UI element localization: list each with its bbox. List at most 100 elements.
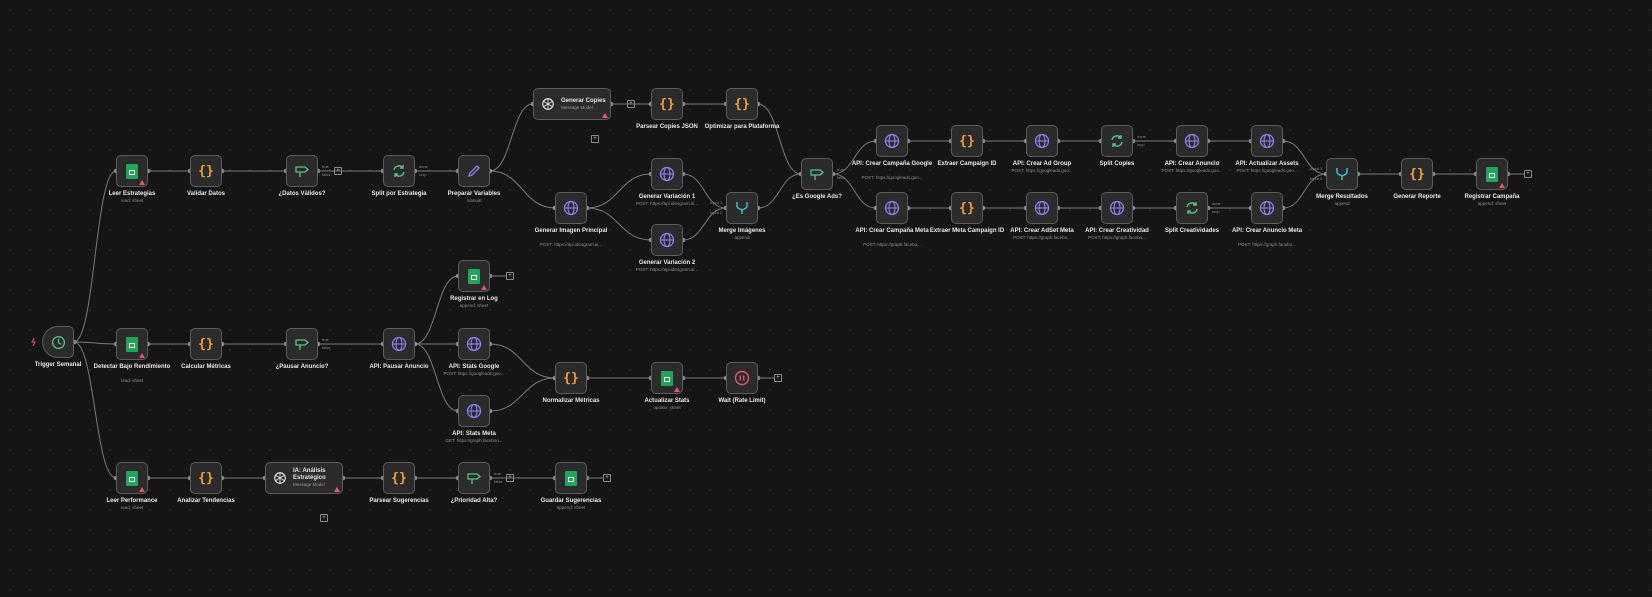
node-calcular-metricas[interactable]: {} [190,328,222,360]
node-crear-creatividad[interactable] [1101,192,1133,224]
node-crear-anuncio-meta[interactable] [1251,192,1283,224]
node-extraer-meta-id[interactable]: {} [951,192,983,224]
node-optimizar[interactable]: {} [726,88,758,120]
node-stats-meta[interactable] [458,395,490,427]
node-actualizar-assets[interactable] [1251,125,1283,157]
node-label: Normalizar Métricas [542,398,600,404]
sheets-icon [126,163,138,179]
node-datos-validos[interactable] [286,155,318,187]
if-icon [466,471,482,485]
node-actualizar-stats[interactable] [651,362,683,394]
connection-optimizar-es_google [757,103,802,175]
node-split-estrategia[interactable] [383,155,415,187]
node-label: Merge Resultados [1316,194,1368,200]
node-detectar-bajo[interactable] [116,328,148,360]
node-normalizar[interactable]: {} [555,362,587,394]
add-node-button[interactable]: + [1524,170,1532,178]
node-label: Extraer Campaign ID [937,161,997,167]
add-node-button[interactable]: + [627,100,635,108]
globe-icon [659,166,675,182]
node-variacion-2[interactable] [651,224,683,256]
node-label: API: Crear Anuncio Meta [1231,228,1303,234]
node-leer-performance[interactable] [116,462,148,494]
node-leer-estrategias[interactable] [116,155,148,187]
node-subtitle: append [1334,201,1350,206]
node-subtitle: read: sheet [120,378,144,383]
node-pausar-anuncio-if[interactable] [286,328,318,360]
sheets-icon [565,470,577,486]
sheets-icon [661,370,673,386]
add-node-button[interactable]: + [506,272,514,280]
node-subtitle: append: sheet [1477,201,1507,206]
node-merge-imagenes[interactable] [726,192,758,224]
node-registrar-log[interactable] [458,260,490,292]
node-label: Split por Estrategia [371,191,427,197]
node-label: Split Copies [1099,161,1135,167]
node-validar-datos[interactable]: {} [190,155,222,187]
node-crear-campana-google[interactable] [876,125,908,157]
globe-icon [884,133,900,149]
add-node-button[interactable]: + [774,374,782,382]
node-wait[interactable] [726,362,758,394]
node-split-creatividades[interactable] [1176,192,1208,224]
node-label: API: Crear Campaña Meta [855,228,929,234]
add-node-button[interactable]: + [506,474,514,482]
node-crear-ad-group[interactable] [1026,125,1058,157]
node-variacion-1[interactable] [651,158,683,190]
node-stats-google[interactable] [458,328,490,360]
pencil-icon [467,164,481,178]
add-node-button[interactable]: + [603,474,611,482]
node-label: Registrar en Log [450,296,498,302]
port-label-false: false [322,345,331,350]
add-model-button[interactable]: + [591,135,599,143]
node-parsear-copies[interactable]: {} [651,88,683,120]
node-preparar-variables[interactable] [458,155,490,187]
node-es-google[interactable] [801,158,833,190]
node-registrar-campana[interactable] [1476,158,1508,190]
warning-icon [481,285,487,290]
warning-icon [674,387,680,392]
port-label-input1: Input 1 [1310,166,1323,171]
add-node-button[interactable]: + [334,167,342,175]
node-subtitle: POST: https://googleads.goo... [1011,168,1073,173]
node-subtitle: POST: https://api.ideogram.ai... [635,201,699,206]
code-icon: {} [659,96,675,112]
node-label: Extraer Meta Campaign ID [929,228,1005,234]
node-subtitle: read: sheet [120,505,144,510]
globe-icon [466,403,482,419]
node-label: Generar Imagen Principal [534,228,608,234]
node-analizar-tendencias[interactable]: {} [190,462,222,494]
node-subtitle: POST: https://graph.facebo... [1088,235,1146,240]
port-label-input2: Input 2 [1310,176,1323,181]
port-label-true: true [322,164,329,169]
node-merge-resultados[interactable] [1326,158,1358,190]
node-label: Split Creatividades [1164,228,1220,234]
node-extraer-campaign-id[interactable]: {} [951,125,983,157]
node-subtitle: POST: https://googleads.goo... [1161,168,1223,173]
merge-icon [1334,166,1350,182]
node-split-copies[interactable] [1101,125,1133,157]
connection-trigger-detectar_bajo [73,341,117,345]
node-generar-imagen[interactable] [555,192,587,224]
node-label: Parsear Sugerencias [369,498,429,504]
node-crear-anuncio[interactable] [1176,125,1208,157]
node-label: Preparar Variables [447,191,501,197]
node-crear-adset[interactable] [1026,192,1058,224]
node-crear-campana-meta[interactable] [876,192,908,224]
node-guardar-sugerencias[interactable] [555,462,587,494]
node-subtitle: POST: https://googleads.goo... [861,175,923,180]
port-label-loop: loop [1137,142,1145,147]
node-subtitle: GET: https://graph.faceboo... [445,438,503,443]
add-node-button[interactable]: + [320,514,328,522]
port-label-true: true [494,471,501,476]
node-generar-reporte[interactable]: {} [1401,158,1433,190]
node-api-pausar[interactable] [383,328,415,360]
node-trigger[interactable] [42,326,74,358]
node-parsear-sugerencias[interactable]: {} [383,462,415,494]
code-icon: {} [563,370,579,386]
node-prioridad-alta[interactable] [458,462,490,494]
